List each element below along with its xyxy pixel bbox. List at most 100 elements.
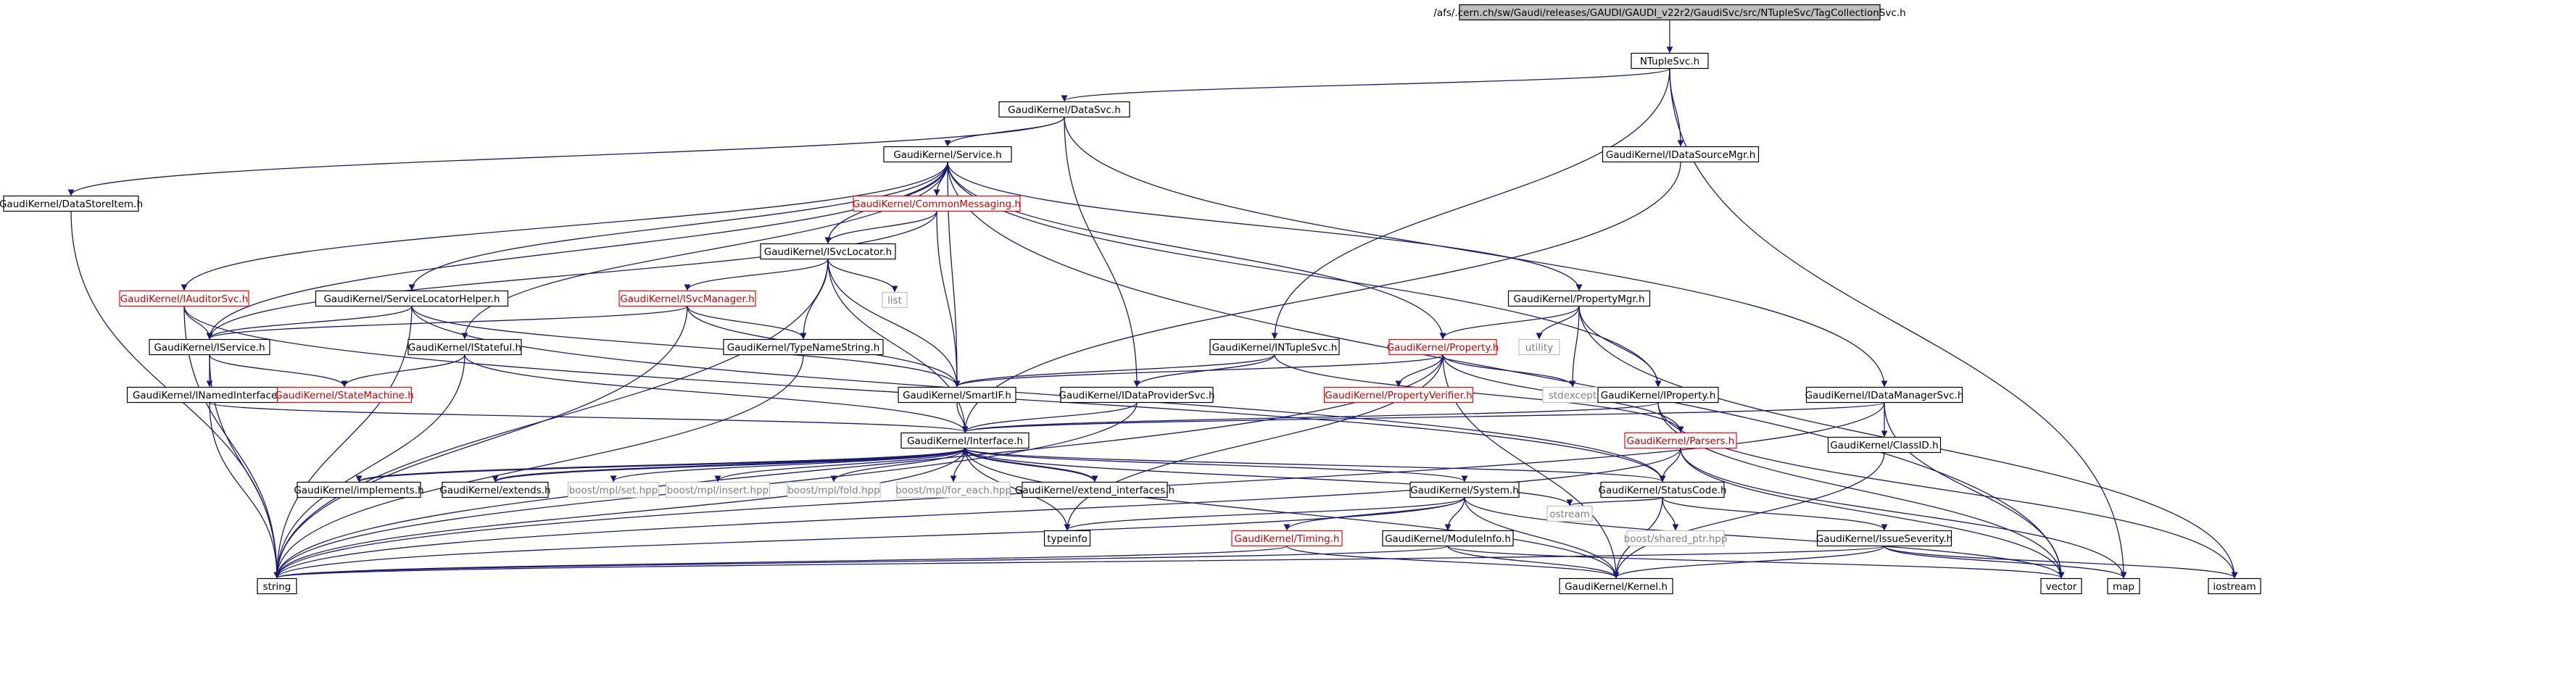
node-typeinfo[interactable]: typeinfo	[1043, 530, 1091, 547]
node-ntuplesvc[interactable]: NTupleSvc.h	[1631, 52, 1709, 70]
node-typenamestring[interactable]: GaudiKernel/TypeNameString.h	[723, 338, 884, 356]
node-issueseverity[interactable]: GaudiKernel/IssueSeverity.h	[1816, 530, 1952, 547]
node-classid[interactable]: GaudiKernel/ClassID.h	[1827, 436, 1942, 454]
edge-isvclocator-to-string	[273, 259, 829, 579]
node-label: GaudiKernel/PropertyMgr.h	[1513, 293, 1644, 305]
node-root[interactable]: /afs/.cern.ch/sw/Gaudi/releases/GAUDI/GA…	[1433, 4, 1906, 21]
edge-property-to-stdexcept	[1442, 354, 1576, 388]
node-service[interactable]: GaudiKernel/Service.h	[883, 146, 1012, 163]
node-label: GaudiKernel/ModuleInfo.h	[1385, 533, 1511, 545]
node-mpl-foreach[interactable]: boost/mpl/for_each.hpp	[895, 481, 1011, 498]
file-nodes: /afs/.cern.ch/sw/Gaudi/releases/GAUDI/GA…	[0, 4, 2261, 595]
node-smartif[interactable]: GaudiKernel/SmartIF.h	[898, 386, 1016, 404]
node-label: GaudiKernel/DataStoreItem.h	[0, 199, 143, 210]
edge-inamedinterface-to-string	[209, 402, 281, 579]
node-list[interactable]: list	[882, 291, 908, 309]
node-box	[442, 481, 549, 498]
node-box	[883, 146, 1012, 163]
node-mpl-insert[interactable]: boost/mpl/insert.hpp	[665, 481, 771, 498]
edge-commonmessaging-to-smartif	[936, 211, 961, 388]
node-isvclocator[interactable]: GaudiKernel/ISvcLocator.h	[760, 243, 896, 260]
node-inamedinterface[interactable]: GaudiKernel/INamedInterface.h	[126, 386, 293, 404]
node-idatasourcemgr[interactable]: GaudiKernel/IDataSourceMgr.h	[1602, 146, 1760, 163]
node-vector[interactable]: vector	[2040, 577, 2082, 595]
edge-service-to-propertymgr	[947, 162, 1583, 291]
edge-moduleinfo-to-kernel	[1447, 546, 1620, 579]
edge-interface-to-implements	[355, 447, 966, 483]
edge-servicelocatorhelper-to-smartif	[411, 306, 961, 388]
node-label: GaudiKernel/Interface.h	[907, 435, 1023, 447]
node-isvcmanager[interactable]: GaudiKernel/ISvcManager.h	[618, 290, 756, 307]
node-box	[1600, 481, 1725, 498]
edge-timing-to-kernel	[1286, 545, 1620, 579]
node-label: vector	[2046, 581, 2077, 593]
edge-interface-to-system	[964, 447, 1468, 483]
node-mpl-fold[interactable]: boost/mpl/fold.hpp	[787, 481, 881, 498]
node-shared-ptr[interactable]: boost/shared_ptr.hpp	[1624, 530, 1728, 547]
node-idataprovidersvc[interactable]: GaudiKernel/IDataProviderSvc.h	[1059, 386, 1215, 404]
edge-istateful-to-statemachine	[341, 354, 465, 388]
edge-ntuplesvc-to-datasvc	[1061, 67, 1670, 102]
edge-service-to-property	[947, 162, 1446, 340]
node-parsers[interactable]: GaudiKernel/Parsers.h	[1624, 432, 1737, 449]
edge-iauditorsvc-to-iservice	[183, 306, 213, 340]
edge-idatamanagersvc-to-vector	[1884, 402, 2065, 579]
node-box	[119, 290, 249, 307]
node-box	[149, 338, 270, 356]
node-implements[interactable]: GaudiKernel/implements.h	[294, 481, 424, 498]
edge-datasvc-to-idataprovidersvc	[1064, 117, 1140, 388]
node-box	[1323, 386, 1474, 404]
node-iproperty[interactable]: GaudiKernel/IProperty.h	[1597, 386, 1719, 404]
node-label: GaudiKernel/DataSvc.h	[1008, 104, 1121, 116]
node-string[interactable]: string	[257, 577, 297, 595]
node-utility[interactable]: utility	[1518, 338, 1560, 356]
edge-extend-interfaces-to-interface	[961, 448, 1096, 483]
node-label: iostream	[2213, 581, 2256, 593]
node-datastoreitem[interactable]: GaudiKernel/DataStoreItem.h	[0, 195, 143, 212]
node-ostream[interactable]: ostream	[1546, 505, 1593, 522]
node-system[interactable]: GaudiKernel/System.h	[1409, 481, 1520, 498]
node-propertyverifier[interactable]: GaudiKernel/PropertyVerifier.h	[1323, 386, 1474, 404]
edge-implements-to-interface	[358, 448, 969, 483]
edge-propertymgr-to-stdexcept	[1569, 306, 1580, 388]
node-moduleinfo[interactable]: GaudiKernel/ModuleInfo.h	[1382, 530, 1514, 547]
node-idatamanagersvc[interactable]: GaudiKernel/IDataManagerSvc.h	[1805, 386, 1964, 404]
node-timing[interactable]: GaudiKernel/Timing.h	[1231, 530, 1343, 547]
edge-propertymgr-to-utility	[1536, 306, 1580, 340]
node-label: boost/mpl/insert.hpp	[667, 485, 769, 496]
edge-system-to-timing	[1283, 497, 1465, 531]
node-box	[1546, 505, 1593, 522]
edge-moduleinfo-to-string	[274, 545, 1449, 579]
node-mpl-set[interactable]: boost/mpl/set.hpp	[567, 481, 660, 498]
node-label: string	[263, 581, 291, 593]
node-intuplesvc[interactable]: GaudiKernel/INTupleSvc.h	[1209, 338, 1340, 356]
node-servicelocatorhelper[interactable]: GaudiKernel/ServiceLocatorHelper.h	[315, 290, 509, 307]
edge-extends-to-interface	[494, 448, 969, 483]
node-commonmessaging[interactable]: GaudiKernel/CommonMessaging.h	[853, 195, 1021, 212]
node-statuscode[interactable]: GaudiKernel/StatusCode.h	[1599, 481, 1727, 498]
node-iauditorsvc[interactable]: GaudiKernel/IAuditorSvc.h	[119, 290, 249, 307]
edge-servicelocatorhelper-to-iservice	[206, 306, 413, 340]
node-propertymgr[interactable]: GaudiKernel/PropertyMgr.h	[1507, 290, 1651, 307]
node-iservice[interactable]: GaudiKernel/IService.h	[149, 338, 270, 356]
node-box	[853, 195, 1021, 212]
node-box	[1816, 530, 1952, 547]
node-label: GaudiKernel/ISvcManager.h	[620, 293, 754, 305]
node-istateful[interactable]: GaudiKernel/IStateful.h	[407, 338, 522, 356]
node-statemachine[interactable]: GaudiKernel/StateMachine.h	[275, 386, 414, 404]
edge-datasvc-to-service	[944, 117, 1065, 147]
node-interface[interactable]: GaudiKernel/Interface.h	[900, 432, 1030, 449]
node-extends[interactable]: GaudiKernel/extends.h	[439, 481, 551, 498]
node-label: GaudiKernel/TypeNameString.h	[727, 342, 880, 354]
node-datasvc[interactable]: GaudiKernel/DataSvc.h	[998, 101, 1130, 118]
node-label: NTupleSvc.h	[1640, 56, 1699, 67]
node-extend-interfaces[interactable]: GaudiKernel/extend_interfaces.h	[1015, 481, 1175, 498]
node-label: GaudiKernel/Parsers.h	[1627, 435, 1735, 447]
node-map[interactable]: map	[2107, 577, 2140, 595]
node-kernel[interactable]: GaudiKernel/Kernel.h	[1559, 577, 1673, 595]
node-stdexcept[interactable]: stdexcept	[1542, 386, 1603, 404]
node-iostream[interactable]: iostream	[2208, 577, 2261, 595]
node-property[interactable]: GaudiKernel/Property.h	[1387, 338, 1499, 356]
node-box	[665, 481, 771, 498]
node-label: GaudiKernel/Property.h	[1387, 342, 1499, 354]
